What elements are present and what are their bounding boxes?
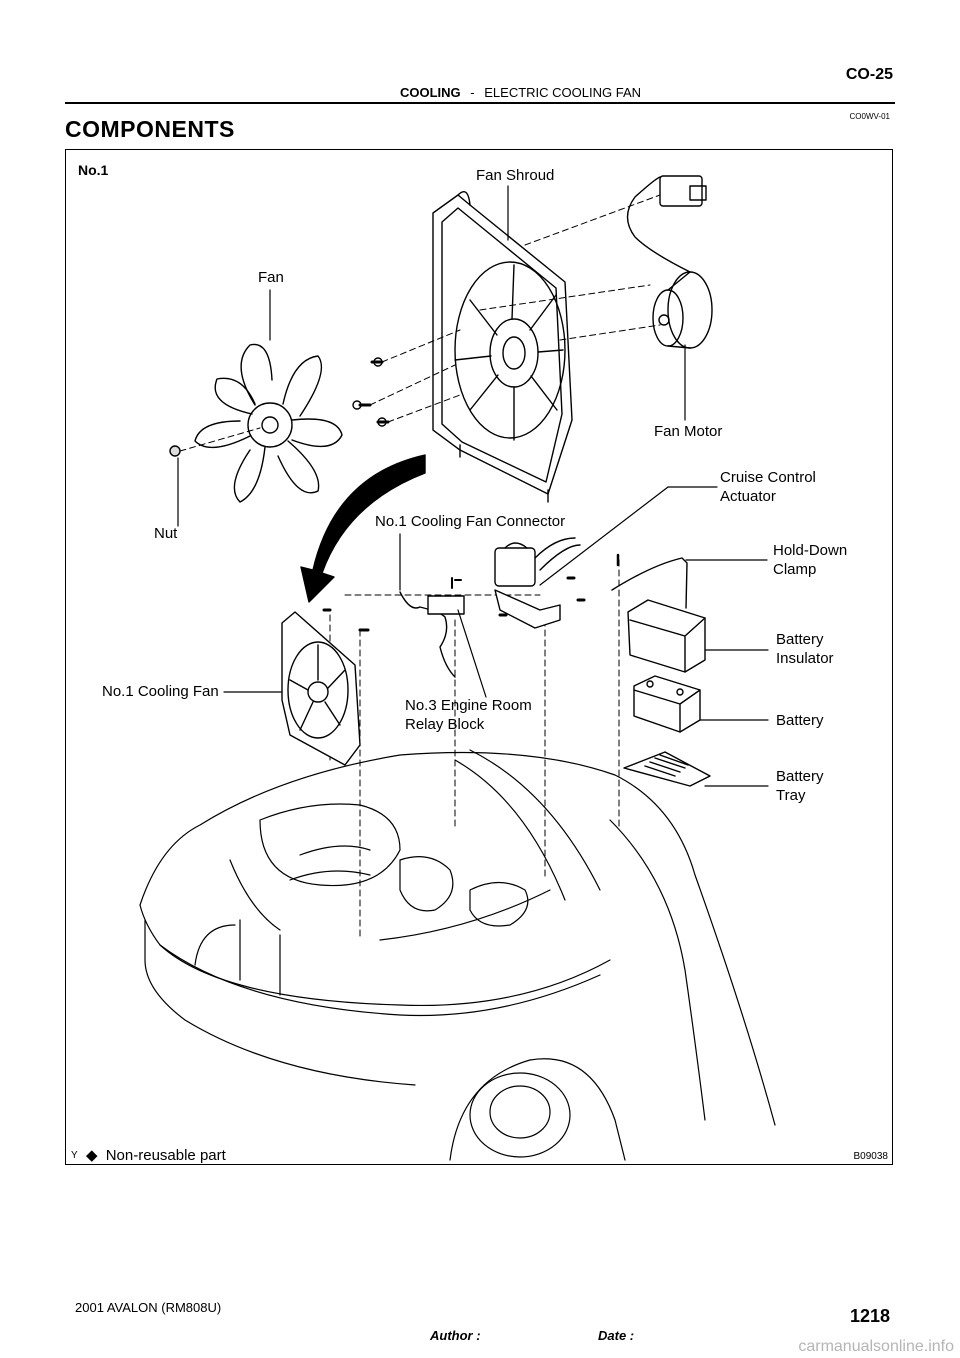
battery-insulator-drawing [627,599,706,673]
variant-label: No.1 [78,162,109,178]
label-fan-motor: Fan Motor [654,423,723,440]
legend-text: Non-reusable part [105,1147,226,1164]
page-code: CO-25 [845,66,893,83]
section-separator: - [470,85,475,100]
doc-code: CO0WV-01 [849,112,890,121]
cruise-actuator-drawing [494,537,586,629]
label-fan: Fan [258,269,284,286]
fan-motor-drawing [626,175,713,349]
page-title: COMPONENTS [65,116,235,142]
label-relay-block: No.3 Engine Room Relay Block [405,696,532,734]
label-battery-tray-line1: Battery [776,768,824,785]
label-hold-down-line1: Hold-Down [773,542,848,559]
label-cooling-fan-connector: No.1 Cooling Fan Connector [375,513,566,530]
footer-model: 2001 AVALON (RM808U) [75,1300,222,1315]
footer-author-label: Author : [430,1328,481,1343]
hold-down-clamp-drawing [611,553,688,609]
label-battery-insulator-line2: Insulator [776,650,834,667]
header-section: COOLING - ELECTRIC COOLING FAN [400,85,641,100]
watermark: carmanualsonline.info [798,1338,954,1355]
label-nut: Nut [154,525,178,542]
assembly-arrow [300,454,426,603]
label-cooling-fan: No.1 Cooling Fan [102,683,219,700]
label-hold-down-line2: Clamp [773,561,817,578]
label-relay-block-line1: No.3 Engine Room [405,697,532,714]
label-battery-insulator: Battery Insulator [776,630,834,668]
non-reusable-icon: ◆ [86,1147,98,1164]
fan-shroud-drawing [432,191,573,503]
label-cruise-control: Cruise Control Actuator [720,468,816,506]
corner-mark: Y [71,1150,78,1161]
footer-page-number: 1218 [849,1306,890,1326]
label-cruise-control-line1: Cruise Control [720,469,816,486]
relay-block-drawing [399,577,465,678]
figure-frame [65,149,893,1165]
battery-drawing [633,675,701,733]
header-rule [65,102,895,104]
subsection-name: ELECTRIC COOLING FAN [484,85,642,100]
section-name: COOLING [400,85,461,100]
fan-drawing [194,343,343,503]
label-battery-tray: Battery Tray [776,767,824,805]
label-battery-tray-line2: Tray [776,787,806,804]
label-relay-block-line2: Relay Block [405,716,485,733]
footer-date-label: Date : [598,1328,635,1343]
cooling-fan-assembly-drawing [281,608,370,766]
bolts-drawing [169,357,390,457]
label-battery: Battery [776,712,824,729]
figure-code: B09038 [853,1151,888,1162]
label-fan-shroud: Fan Shroud [476,167,555,184]
label-battery-insulator-line1: Battery [776,631,824,648]
battery-tray-drawing [623,751,711,787]
label-hold-down-clamp: Hold-Down Clamp [773,541,847,579]
label-cruise-control-line2: Actuator [720,488,776,505]
car-drawing [139,749,776,1161]
legend: ◆ Non-reusable part [86,1146,226,1165]
